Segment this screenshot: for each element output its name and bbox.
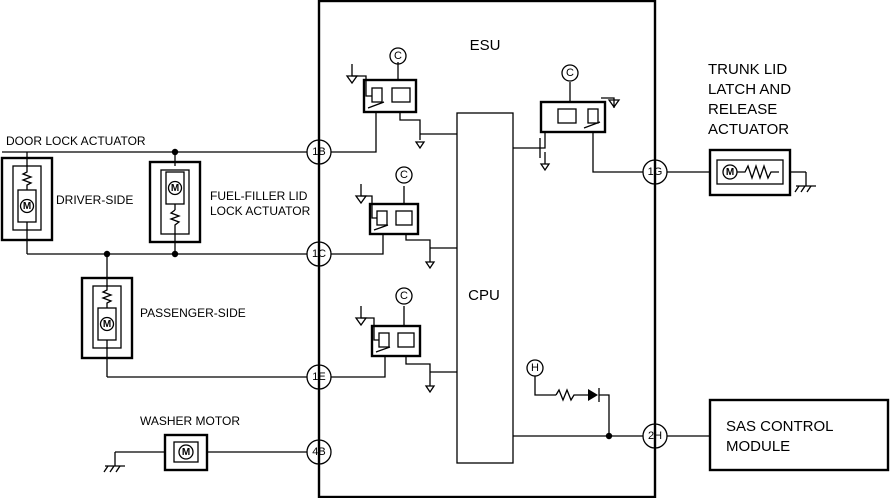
fuel-filler-actuator: M: [148, 148, 202, 258]
fuel-filler-label-2: LOCK ACTUATOR: [210, 204, 311, 218]
esu-label: ESU: [470, 37, 501, 54]
svg-text:C: C: [400, 290, 408, 302]
connector-1c: 1C: [306, 241, 332, 267]
passenger-side-label: PASSENGER-SIDE: [140, 306, 246, 320]
svg-text:M: M: [182, 447, 190, 458]
relay-tag-c-1: C: [389, 47, 407, 65]
svg-text:M: M: [171, 183, 179, 194]
sas-output-circuit: H: [513, 359, 643, 440]
washer-motor-label: WASHER MOTOR: [140, 414, 240, 428]
trunk-label-3: RELEASE: [708, 101, 777, 118]
connector-1b: 1B: [306, 139, 332, 165]
relay-1g: [513, 82, 643, 173]
relay-1c: [331, 184, 457, 270]
relay-1b: [331, 62, 457, 153]
connector-1e: 1E: [306, 364, 332, 390]
svg-text:1G: 1G: [648, 166, 663, 178]
connector-4b: 4B: [306, 439, 332, 465]
svg-text:1C: 1C: [312, 248, 326, 260]
svg-text:M: M: [103, 319, 111, 330]
relay-1e: [331, 306, 457, 394]
trunk-lid-actuator: M: [708, 148, 816, 197]
svg-text:2H: 2H: [648, 430, 662, 442]
relay-tag-c-2: C: [395, 166, 413, 184]
esu-box: [317, 0, 657, 498]
connector-1g: 1G: [642, 159, 668, 185]
svg-text:1E: 1E: [312, 371, 325, 383]
cpu-label: CPU: [468, 287, 500, 304]
passenger-side-actuator: M: [80, 250, 134, 377]
svg-text:C: C: [394, 50, 402, 62]
svg-text:C: C: [566, 67, 574, 79]
sas-label-1: SAS CONTROL: [726, 418, 834, 435]
fuel-filler-label-1: FUEL-FILLER LID: [210, 189, 308, 203]
driver-side-label: DRIVER-SIDE: [56, 193, 133, 207]
relay-tag-c-4: C: [561, 64, 579, 82]
relay-tag-c-3: C: [395, 287, 413, 305]
door-lock-actuator-label: DOOR LOCK ACTUATOR: [6, 134, 146, 148]
driver-side-actuator: M: [0, 152, 54, 254]
svg-text:H: H: [531, 362, 539, 374]
washer-motor: M: [103, 433, 209, 473]
trunk-label-1: TRUNK LID: [708, 61, 787, 78]
trunk-label-4: ACTUATOR: [708, 121, 789, 138]
svg-text:4B: 4B: [312, 446, 325, 458]
svg-text:1B: 1B: [312, 146, 325, 158]
sas-label-2: MODULE: [726, 438, 790, 455]
svg-text:M: M: [726, 167, 734, 178]
svg-text:M: M: [23, 201, 31, 212]
svg-text:C: C: [400, 169, 408, 181]
sas-control-module: [708, 398, 890, 472]
trunk-label-2: LATCH AND: [708, 81, 791, 98]
cpu-block: [456, 112, 514, 464]
connector-2h: 2H: [642, 423, 668, 449]
